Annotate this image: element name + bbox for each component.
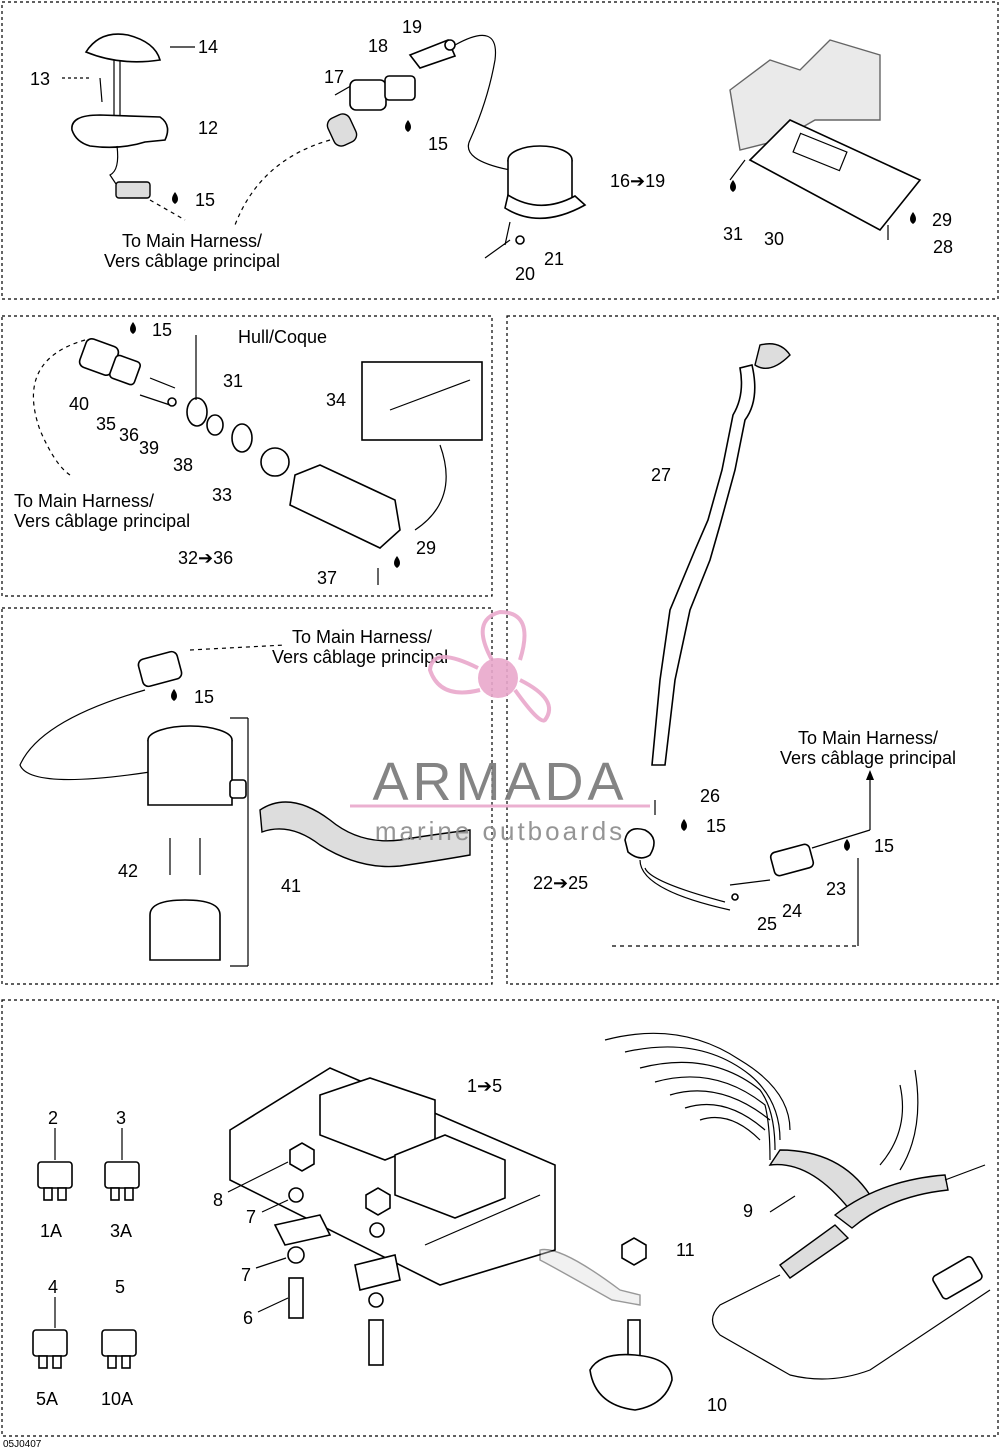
callout-32-36: 32➔36 bbox=[178, 548, 233, 568]
callout-22-25: 22➔25 bbox=[533, 873, 588, 893]
callout-29-b: 29 bbox=[416, 538, 436, 558]
callout-36: 36 bbox=[119, 425, 139, 445]
propeller-logo bbox=[427, 609, 552, 723]
callout-7-a: 7 bbox=[246, 1207, 256, 1227]
callout-14: 14 bbox=[198, 37, 218, 57]
callout-33: 33 bbox=[212, 485, 232, 505]
callout-38: 38 bbox=[173, 455, 193, 475]
watermark-subtitle: marine outboards bbox=[375, 816, 625, 846]
ground-stud-assembly bbox=[539, 1237, 673, 1411]
drop-icon bbox=[172, 192, 178, 204]
callout-15-a: 15 bbox=[195, 190, 215, 210]
callout-8: 8 bbox=[213, 1190, 223, 1210]
callout-26: 26 bbox=[700, 786, 720, 806]
callout-41: 41 bbox=[281, 876, 301, 896]
drop-icon bbox=[130, 322, 136, 334]
callout-9: 9 bbox=[743, 1201, 753, 1221]
callout-3: 3 bbox=[116, 1108, 126, 1128]
harness-label-4a: To Main Harness/ bbox=[798, 728, 938, 748]
drop-icon bbox=[844, 839, 850, 851]
callout-28: 28 bbox=[933, 237, 953, 257]
fuse-5a: 5A bbox=[36, 1389, 58, 1409]
callout-27: 27 bbox=[651, 465, 671, 485]
callout-11: 11 bbox=[676, 1240, 695, 1260]
callout-35: 35 bbox=[96, 414, 116, 434]
harness-label-1a: To Main Harness/ bbox=[122, 231, 262, 251]
callout-16-19: 16➔19 bbox=[610, 171, 665, 191]
callout-6: 6 bbox=[243, 1308, 253, 1328]
callout-15-d: 15 bbox=[706, 816, 726, 836]
harness-label-3b: Vers câblage principal bbox=[272, 647, 448, 667]
speedometer-cable-assembly bbox=[612, 343, 874, 947]
callout-19: 19 bbox=[402, 17, 422, 37]
watermark-title: ARMADA bbox=[372, 752, 627, 812]
drop-icon bbox=[681, 819, 687, 831]
callout-10: 10 bbox=[707, 1395, 727, 1415]
hull-connector-assembly bbox=[32, 335, 483, 585]
callout-4: 4 bbox=[48, 1277, 58, 1297]
callout-13: 13 bbox=[30, 69, 50, 89]
callout-15-c: 15 bbox=[152, 320, 172, 340]
callout-23: 23 bbox=[826, 879, 846, 899]
callout-5: 5 bbox=[115, 1277, 125, 1297]
callout-34: 34 bbox=[326, 390, 346, 410]
drop-icon bbox=[730, 180, 736, 192]
fuse-box-assembly bbox=[229, 1067, 556, 1366]
fuse-3a: 3A bbox=[110, 1221, 132, 1241]
callout-7-b: 7 bbox=[241, 1265, 251, 1285]
harness-label-4b: Vers câblage principal bbox=[780, 748, 956, 768]
callout-24: 24 bbox=[782, 901, 802, 921]
bilge-pump-assembly bbox=[19, 644, 471, 967]
callout-17: 17 bbox=[324, 67, 344, 87]
harness-label-3a: To Main Harness/ bbox=[292, 627, 432, 647]
callout-40: 40 bbox=[69, 394, 89, 414]
callout-39: 39 bbox=[139, 438, 159, 458]
callout-25: 25 bbox=[757, 914, 777, 934]
courtesy-light-assembly bbox=[71, 33, 186, 221]
armada-watermark: ARMADA marine outboards bbox=[350, 609, 650, 846]
harness-label-2b: Vers câblage principal bbox=[14, 511, 190, 531]
wiring-harness bbox=[604, 1032, 991, 1380]
harness-label-2a: To Main Harness/ bbox=[14, 491, 154, 511]
callout-42: 42 bbox=[118, 861, 138, 881]
callout-29-a: 29 bbox=[932, 210, 952, 230]
callout-12: 12 bbox=[198, 118, 218, 138]
callout-31-a: 31 bbox=[723, 224, 743, 244]
callout-21: 21 bbox=[544, 249, 564, 269]
drop-icon bbox=[394, 556, 400, 568]
callout-31-b: 31 bbox=[223, 371, 243, 391]
callout-30: 30 bbox=[764, 229, 784, 249]
horn-assembly bbox=[234, 34, 587, 259]
drop-icon bbox=[910, 212, 916, 224]
fuse-1a: 1A bbox=[40, 1221, 62, 1241]
hull-label: Hull/Coque bbox=[238, 327, 327, 347]
callout-15-b: 15 bbox=[428, 134, 448, 154]
fuse-10a: 10A bbox=[101, 1389, 133, 1409]
callout-15-f: 15 bbox=[194, 687, 214, 707]
callout-37: 37 bbox=[317, 568, 337, 588]
drop-icon bbox=[405, 120, 411, 132]
mounting-plate bbox=[729, 39, 922, 240]
callout-1-5: 1➔5 bbox=[467, 1076, 502, 1096]
callout-20: 20 bbox=[515, 264, 535, 284]
harness-label-1b: Vers câblage principal bbox=[104, 251, 280, 271]
fuse-icons bbox=[32, 1128, 140, 1369]
callout-2: 2 bbox=[48, 1108, 58, 1128]
callout-18: 18 bbox=[368, 36, 388, 56]
drawing-code: 05J0407 bbox=[3, 1439, 42, 1450]
drop-icon bbox=[171, 689, 177, 701]
callout-15-e: 15 bbox=[874, 836, 894, 856]
